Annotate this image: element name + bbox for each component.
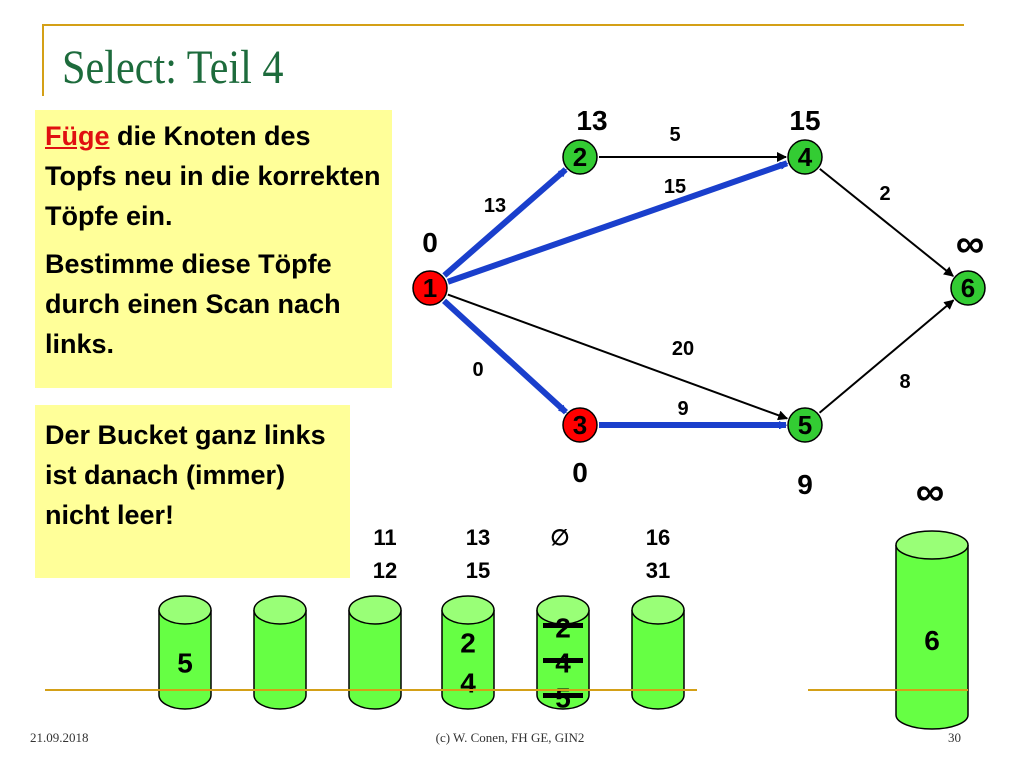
node-distance: ∞ <box>956 222 985 266</box>
footer-credit: (c) W. Conen, FH GE, GIN2 <box>435 730 585 745</box>
edge-1-5 <box>447 293 789 421</box>
node-label: 1 <box>423 273 437 303</box>
left-rule <box>42 24 44 96</box>
edge-1-4 <box>446 160 787 285</box>
edge-weight: 2 <box>879 183 890 205</box>
edge-weight: 0 <box>472 359 483 381</box>
edge-4-6 <box>819 168 954 277</box>
node-5 <box>787 407 823 443</box>
instruction-text: die Knoten des Topfs neu in die korrekte… <box>45 121 381 231</box>
node-label: 4 <box>798 142 813 172</box>
node-distance: 15 <box>789 105 820 136</box>
edge-weight: 9 <box>677 398 688 420</box>
bucket-4: 245 <box>536 595 590 714</box>
bucket-3: 24 <box>441 595 495 710</box>
infinity-bucket-label: ∞ <box>916 470 945 514</box>
node-label: 5 <box>798 410 812 440</box>
node-distance: 0 <box>572 457 588 488</box>
bucket-range-hi: 12 <box>373 558 397 583</box>
bucket-item: 5 <box>177 648 193 679</box>
bucket-item: 2 <box>460 628 476 659</box>
bucket-0: 5 <box>158 595 212 710</box>
bucket-range-lo: ∅ <box>550 525 569 550</box>
bucket-5 <box>631 595 685 710</box>
node-distance: 0 <box>422 227 438 258</box>
note-text: Der Bucket ganz links ist danach (immer)… <box>45 420 326 530</box>
instruction-box: Füge die Knoten des Topfs neu in die kor… <box>35 110 392 388</box>
bucket-item: 4 <box>460 668 476 699</box>
footer-date: 21.09.2018 <box>30 730 89 745</box>
edge-weight: 5 <box>669 124 680 146</box>
edge-1-2 <box>442 167 568 278</box>
bucket-range-lo: 11 <box>373 525 396 550</box>
node-4 <box>787 139 823 175</box>
node-distance: 9 <box>797 469 813 500</box>
node-label: 2 <box>573 142 587 172</box>
edge-weight: 13 <box>484 195 506 217</box>
bucket-1 <box>253 595 307 710</box>
page-number: 30 <box>948 730 961 745</box>
page-title: Select: Teil 4 <box>62 41 284 94</box>
bucket-baseline <box>45 689 697 691</box>
node-1 <box>412 270 448 306</box>
bucket-infinity: 6 <box>895 530 969 730</box>
edge-weight: 15 <box>664 176 686 198</box>
bucket-range-lo: 13 <box>466 525 490 550</box>
edge-weight: 8 <box>899 371 910 393</box>
node-6 <box>950 270 986 306</box>
edge-1-3 <box>442 298 568 415</box>
node-label: 3 <box>573 410 587 440</box>
top-rule <box>42 24 964 26</box>
node-distance: 13 <box>576 105 607 136</box>
bucket-range-lo: 16 <box>646 525 670 550</box>
node-3 <box>562 407 598 443</box>
node-2 <box>562 139 598 175</box>
bucket-range-hi: 31 <box>646 558 670 583</box>
edge-5-6 <box>818 299 955 414</box>
node-label: 6 <box>961 273 975 303</box>
highlight-word: Füge <box>45 121 110 151</box>
edge-weight: 20 <box>672 338 694 360</box>
scan-text: Bestimme diese Töpfe durch einen Scan na… <box>45 249 341 359</box>
bucket-range-hi: 15 <box>466 558 490 583</box>
bucket-baseline-right <box>808 689 968 691</box>
note-box: Der Bucket ganz links ist danach (immer)… <box>35 405 350 578</box>
bucket-2 <box>348 595 402 710</box>
bucket-item: 6 <box>924 625 940 656</box>
